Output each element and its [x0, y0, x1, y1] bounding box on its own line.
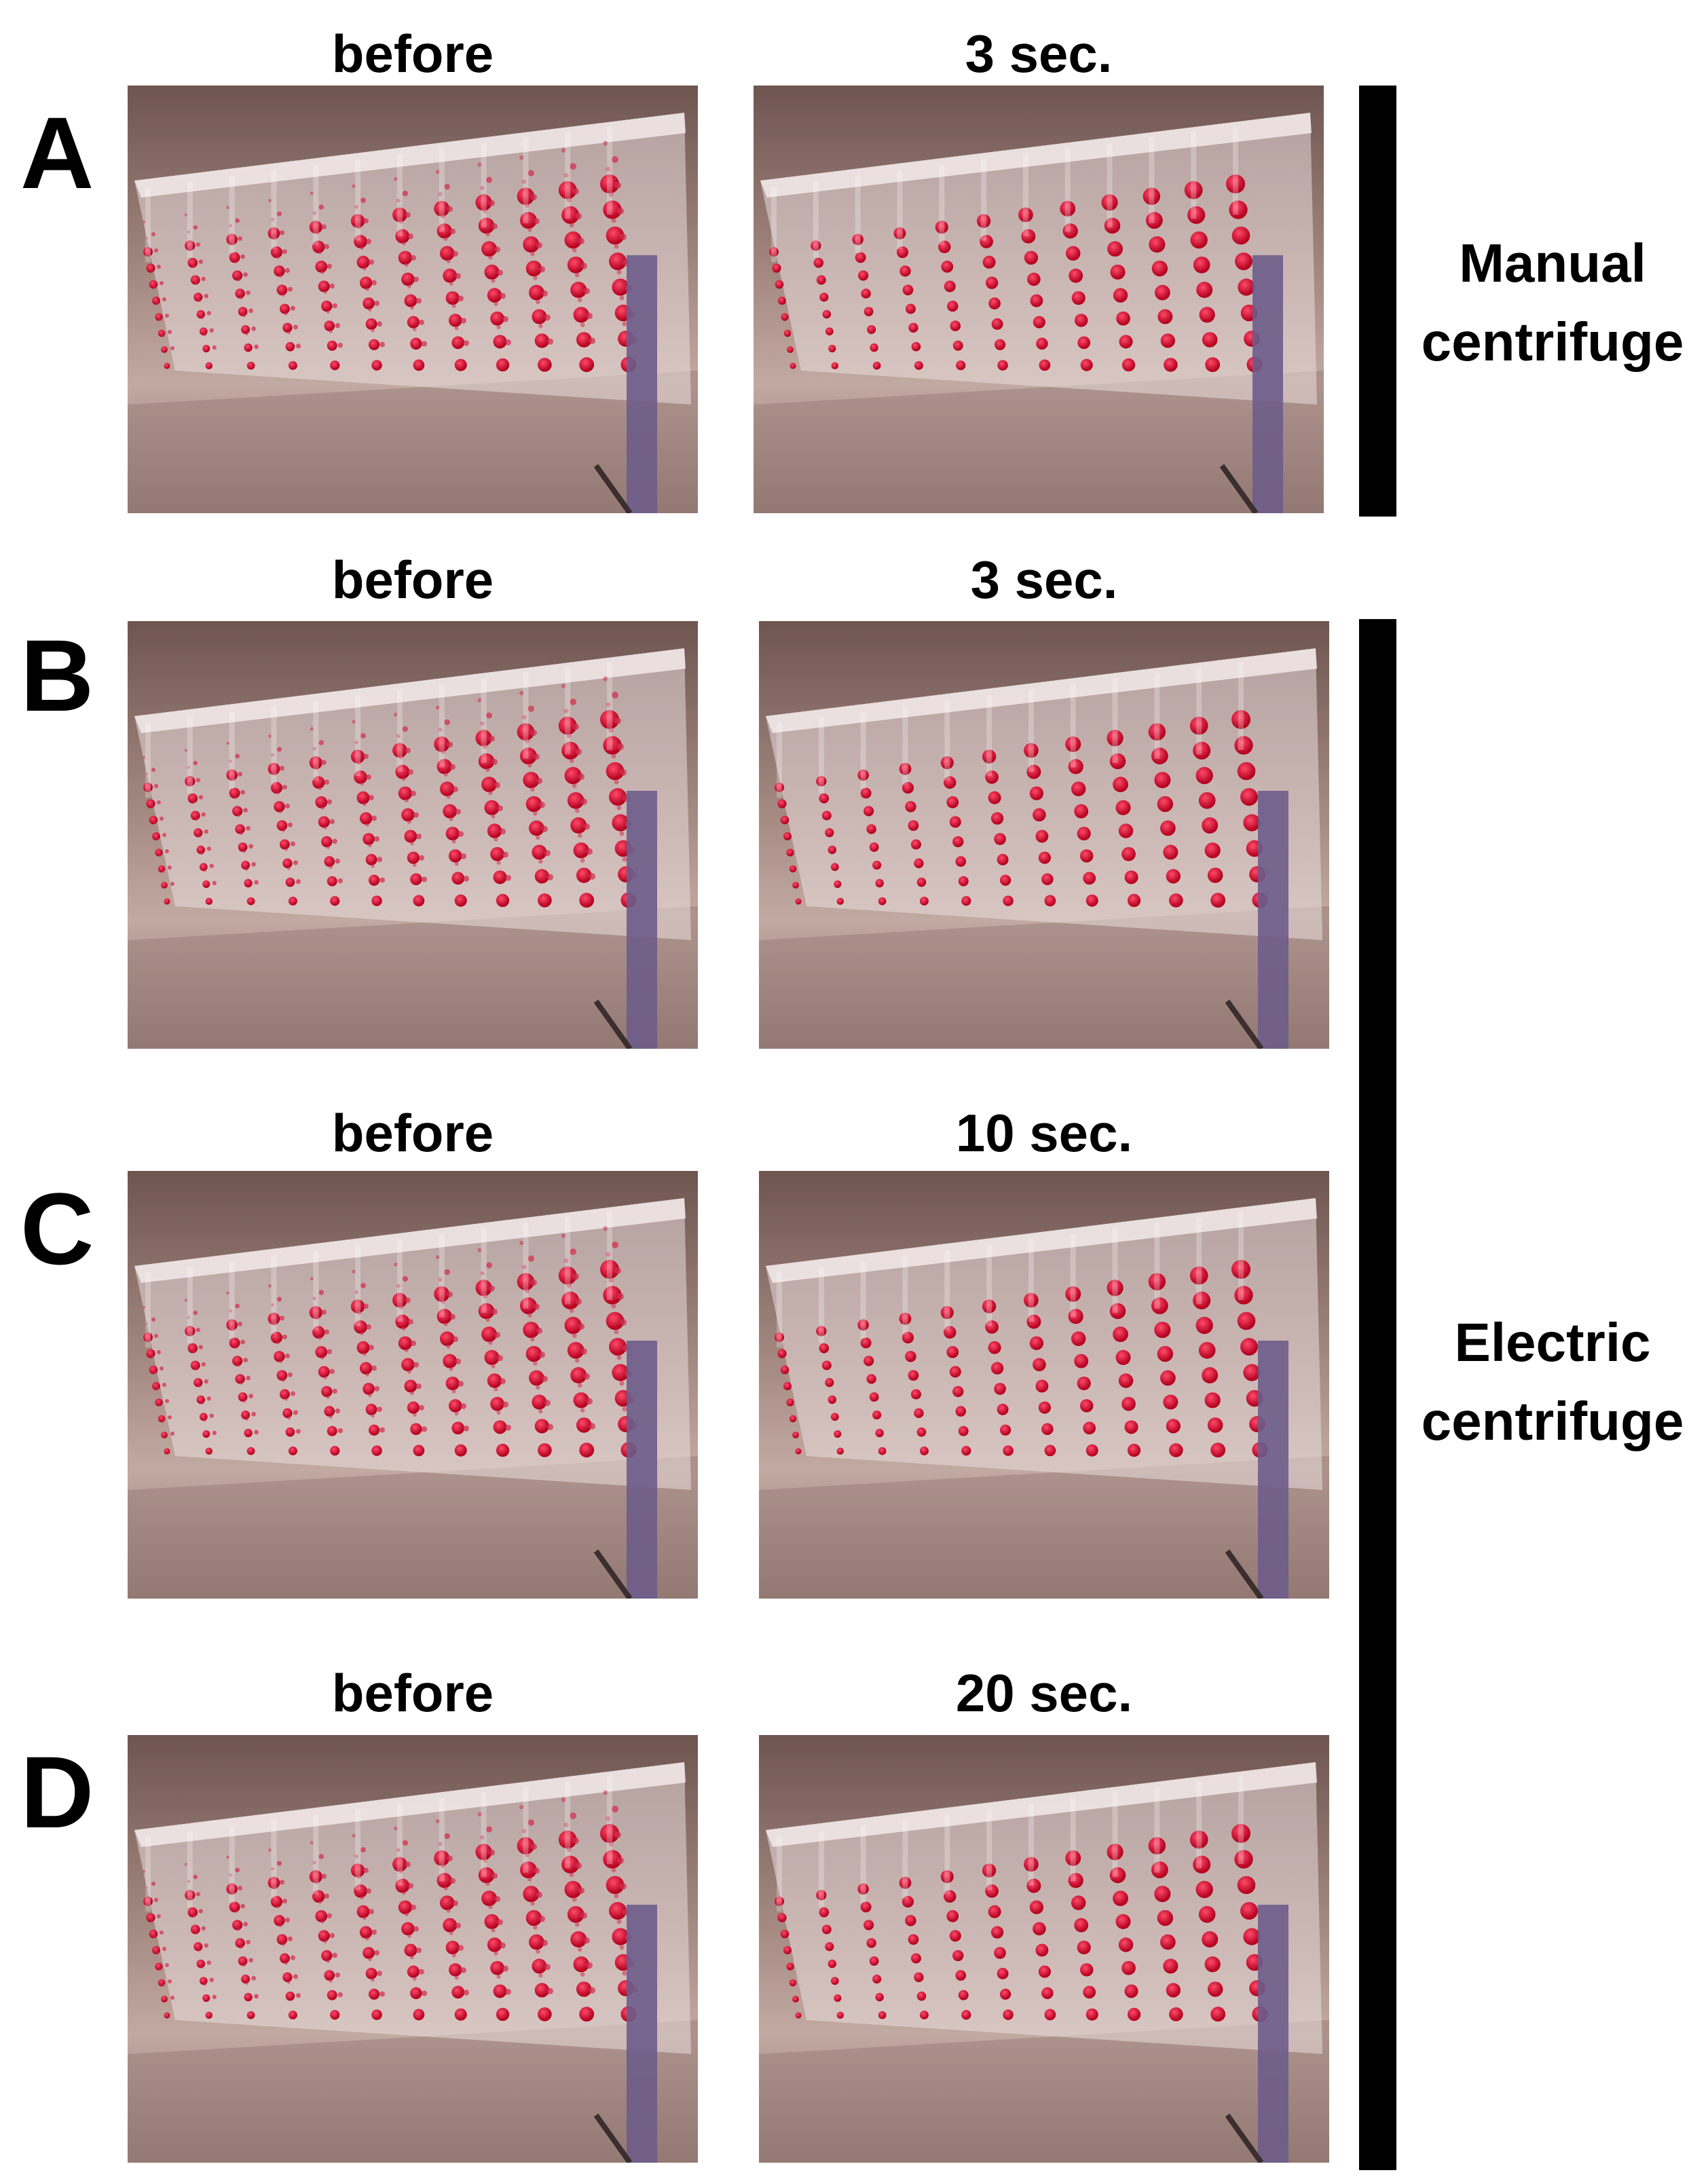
photo-a-after — [754, 86, 1324, 513]
photo-c-after — [759, 1171, 1329, 1599]
manual-label-line1: Manual — [1459, 233, 1646, 293]
photo-b-before — [128, 621, 698, 1049]
photo-b-after — [759, 621, 1329, 1049]
caption-c-after: 10 sec. — [955, 1103, 1133, 1163]
panel-letter-b: B — [20, 618, 94, 732]
electric-label-line1: Electric — [1454, 1312, 1651, 1373]
plate-photo — [128, 621, 698, 1049]
manual-group-bar — [1359, 86, 1396, 517]
panel-letter-a: A — [20, 96, 94, 210]
caption-b-before: before — [331, 550, 494, 610]
panel-letter-d: D — [20, 1735, 94, 1849]
photo-a-before — [128, 86, 698, 513]
plate-photo — [759, 1735, 1329, 2163]
plate-photo — [128, 1735, 698, 2163]
plate-photo — [128, 1171, 698, 1599]
caption-d-before: before — [331, 1663, 494, 1723]
plate-photo — [754, 86, 1324, 513]
manual-label-line2: centrifuge — [1421, 312, 1684, 372]
plate-photo — [128, 86, 698, 513]
caption-a-after: 3 sec. — [965, 24, 1113, 83]
plate-photo — [759, 1171, 1329, 1599]
photo-d-after — [759, 1735, 1329, 2163]
manual-group-label: Manual centrifuge — [1403, 224, 1702, 381]
caption-b-after: 3 sec. — [970, 550, 1118, 610]
photo-d-before — [128, 1735, 698, 2163]
electric-label-line2: centrifuge — [1421, 1391, 1684, 1451]
caption-d-after: 20 sec. — [955, 1663, 1133, 1723]
electric-group-label: Electric centrifuge — [1403, 1303, 1702, 1461]
caption-c-before: before — [331, 1103, 494, 1163]
plate-photo — [759, 621, 1329, 1049]
caption-a-before: before — [331, 24, 494, 83]
electric-group-bar — [1359, 619, 1396, 2170]
photo-c-before — [128, 1171, 698, 1599]
panel-letter-c: C — [20, 1172, 94, 1286]
